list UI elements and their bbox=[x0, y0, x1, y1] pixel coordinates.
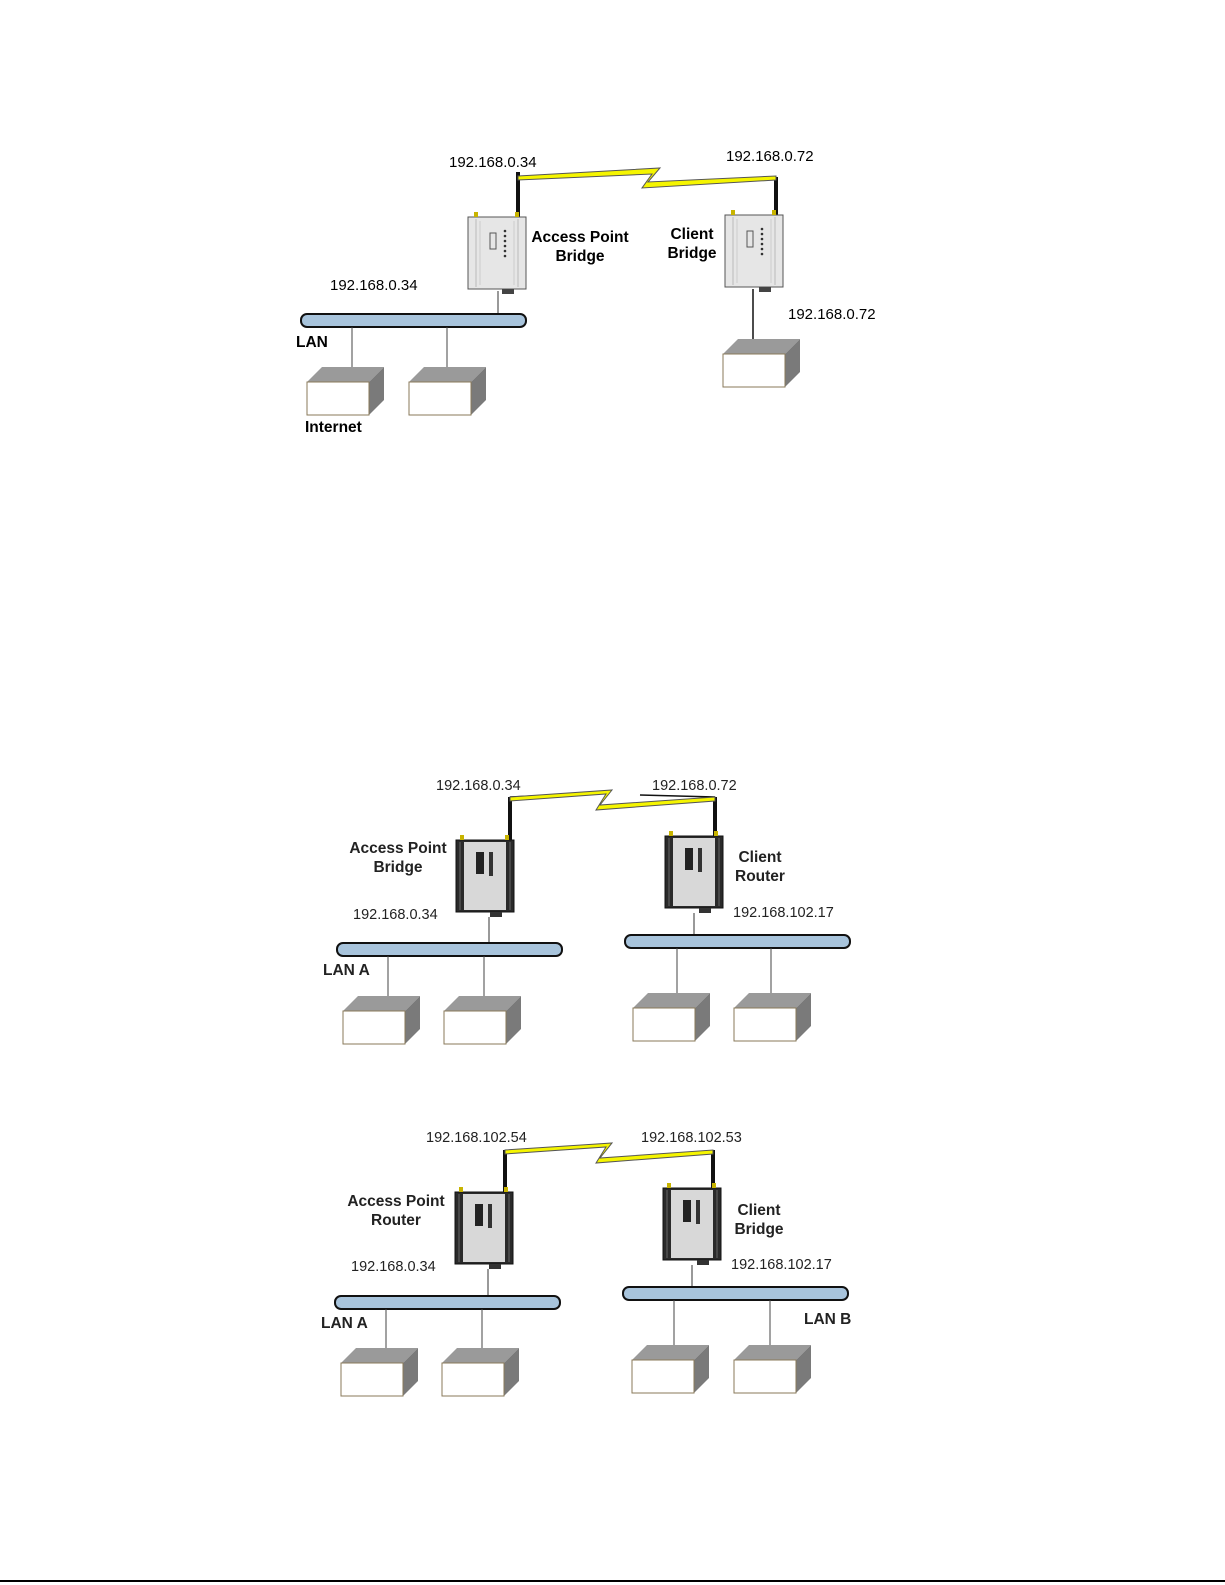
client-ip-top: 192.168.0.72 bbox=[726, 148, 814, 165]
lan-b-bus bbox=[623, 1287, 848, 1300]
ap-label-line2: Bridge bbox=[555, 248, 604, 265]
client-label-line1: Client bbox=[738, 849, 781, 866]
client-ip-top: 192.168.0.72 bbox=[652, 778, 737, 794]
client-ip-top: 192.168.102.53 bbox=[641, 1130, 742, 1146]
lan-a-computer-box-2 bbox=[444, 996, 521, 1044]
ap-antenna bbox=[508, 797, 512, 841]
client-label-line1: Client bbox=[670, 226, 713, 243]
access-point-device bbox=[468, 212, 526, 294]
lan-b-bus bbox=[625, 935, 850, 948]
lan-label: LAN bbox=[296, 334, 328, 351]
ap-ip-top: 192.168.102.54 bbox=[426, 1130, 527, 1146]
ap-label-line1: Access Point bbox=[347, 1193, 444, 1210]
client-device bbox=[725, 210, 783, 292]
client-label-line2: Bridge bbox=[734, 1221, 783, 1238]
ap-antenna bbox=[503, 1150, 507, 1193]
access-point-device bbox=[455, 1187, 513, 1269]
lan-a-bus bbox=[337, 943, 562, 956]
lan-a-computer-box-1 bbox=[341, 1348, 418, 1396]
lan-a-ip: 192.168.0.34 bbox=[351, 1259, 436, 1275]
lan-b-computer-box-1 bbox=[632, 1345, 709, 1393]
lan-b-computer-box-2 bbox=[734, 993, 811, 1041]
page-bottom-rule bbox=[0, 1580, 1225, 1582]
lan-a-bus bbox=[335, 1296, 560, 1309]
ap-ip-top: 192.168.0.34 bbox=[449, 154, 537, 171]
lan-a-computer-box-1 bbox=[343, 996, 420, 1044]
ap-label-line1: Access Point bbox=[531, 229, 628, 246]
client-label-line2: Router bbox=[735, 868, 785, 885]
client-ip-bottom: 192.168.0.72 bbox=[788, 306, 876, 323]
lan-a-computer-box-2 bbox=[442, 1348, 519, 1396]
lan-b-ip: 192.168.102.17 bbox=[733, 905, 834, 921]
internet-label: Internet bbox=[305, 419, 362, 436]
client-computer-box bbox=[723, 339, 800, 387]
lan-ip: 192.168.0.34 bbox=[330, 277, 418, 294]
access-point-device bbox=[456, 835, 514, 917]
ap-label-line2: Bridge bbox=[373, 859, 422, 876]
ap-label-line2: Router bbox=[371, 1212, 421, 1229]
client-label-line2: Bridge bbox=[667, 245, 716, 262]
internet-computer-box bbox=[307, 367, 384, 415]
client-label-line1: Client bbox=[737, 1202, 780, 1219]
lan-computer-box bbox=[409, 367, 486, 415]
ap-label-line1: Access Point bbox=[349, 840, 446, 857]
lan-b-label: LAN B bbox=[804, 1311, 851, 1328]
client-device bbox=[665, 831, 723, 913]
diagram-1: 192.168.0.34 192.168.0.72 Access Point B… bbox=[296, 148, 876, 436]
wireless-link-bolt bbox=[505, 1143, 713, 1163]
lan-bus bbox=[301, 314, 526, 327]
wireless-link-bolt bbox=[518, 168, 776, 188]
lan-b-computer-box-2 bbox=[734, 1345, 811, 1393]
lan-a-label: LAN A bbox=[323, 962, 370, 979]
lan-b-ip: 192.168.102.17 bbox=[731, 1257, 832, 1273]
lan-a-ip: 192.168.0.34 bbox=[353, 907, 438, 923]
diagram-3: 192.168.102.54 192.168.102.53 Access Poi… bbox=[321, 1130, 851, 1396]
diagram-2: 192.168.0.34 192.168.0.72 Access Point B… bbox=[323, 778, 850, 1044]
lan-b-computer-box-1 bbox=[633, 993, 710, 1041]
client-device bbox=[663, 1183, 721, 1265]
lan-a-label: LAN A bbox=[321, 1315, 368, 1332]
ap-ip-top: 192.168.0.34 bbox=[436, 778, 521, 794]
